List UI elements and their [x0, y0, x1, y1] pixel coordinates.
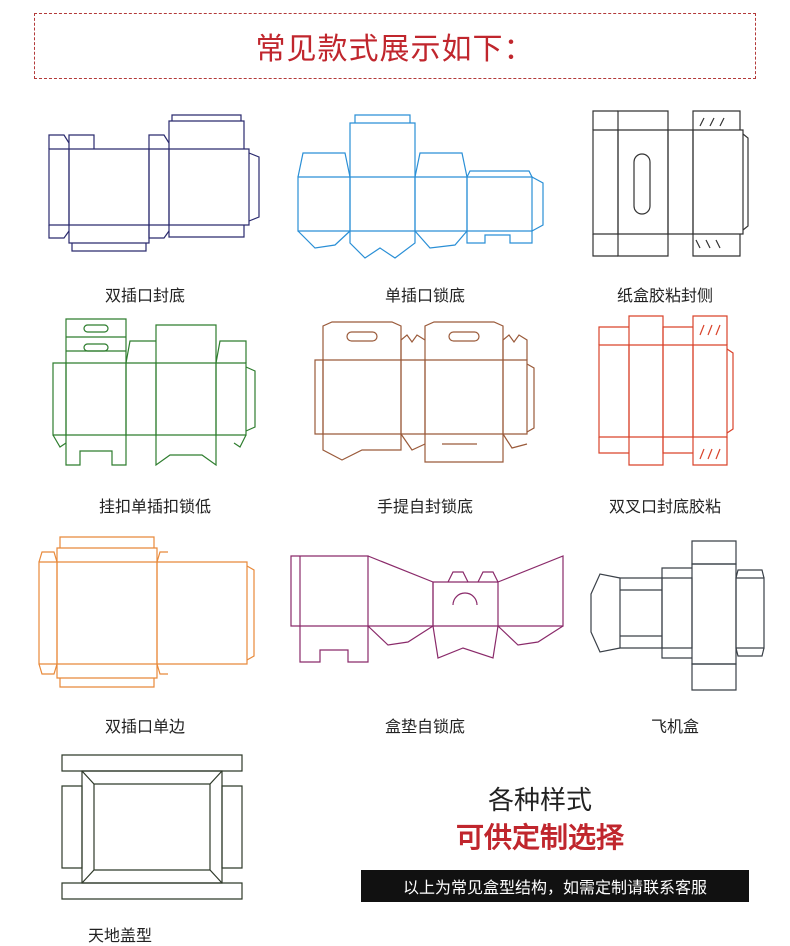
header-banner: 常见款式展示如下：: [34, 13, 756, 79]
box-diagram-double-tuck-single-side: [36, 534, 258, 690]
style-label-10: 天地盖型: [87, 926, 152, 945]
promo-heading: 各种样式: [487, 786, 592, 816]
style-label-3: 纸盒胶粘封侧: [616, 286, 713, 305]
contact-note-bar: 以上为常见盒型结构，如需定制请联系客服: [361, 870, 749, 902]
box-diagram-hang-tab: [50, 317, 260, 469]
box-diagram-pad-lock: [288, 550, 568, 670]
style-label-7: 双插口单边: [104, 717, 185, 736]
style-label-4: 挂扣单插扣锁低: [98, 497, 211, 516]
style-label-2: 单插口锁底: [384, 286, 465, 305]
contact-note: 以上为常见盒型结构，如需定制请联系客服: [402, 878, 707, 897]
promo-subheading: 可供定制选择: [455, 821, 624, 854]
style-label-9: 飞机盒: [650, 717, 699, 736]
box-diagram-mailer: [588, 538, 768, 694]
style-label-5: 手提自封锁底: [376, 497, 473, 516]
box-diagram-handle-lock: [312, 320, 538, 468]
box-diagram-lid-base: [58, 752, 248, 902]
style-label-6: 双叉口封底胶粘: [608, 497, 721, 516]
box-diagram-single-tuck-lock: [295, 113, 555, 263]
page-title: 常见款式展示如下：: [255, 32, 535, 67]
box-diagram-double-tuck: [44, 113, 264, 258]
box-diagram-glued-side: [590, 108, 750, 263]
style-label-1: 双插口封底: [104, 286, 185, 305]
box-diagram-double-fork: [596, 313, 736, 469]
style-label-8: 盒垫自锁底: [384, 717, 465, 736]
